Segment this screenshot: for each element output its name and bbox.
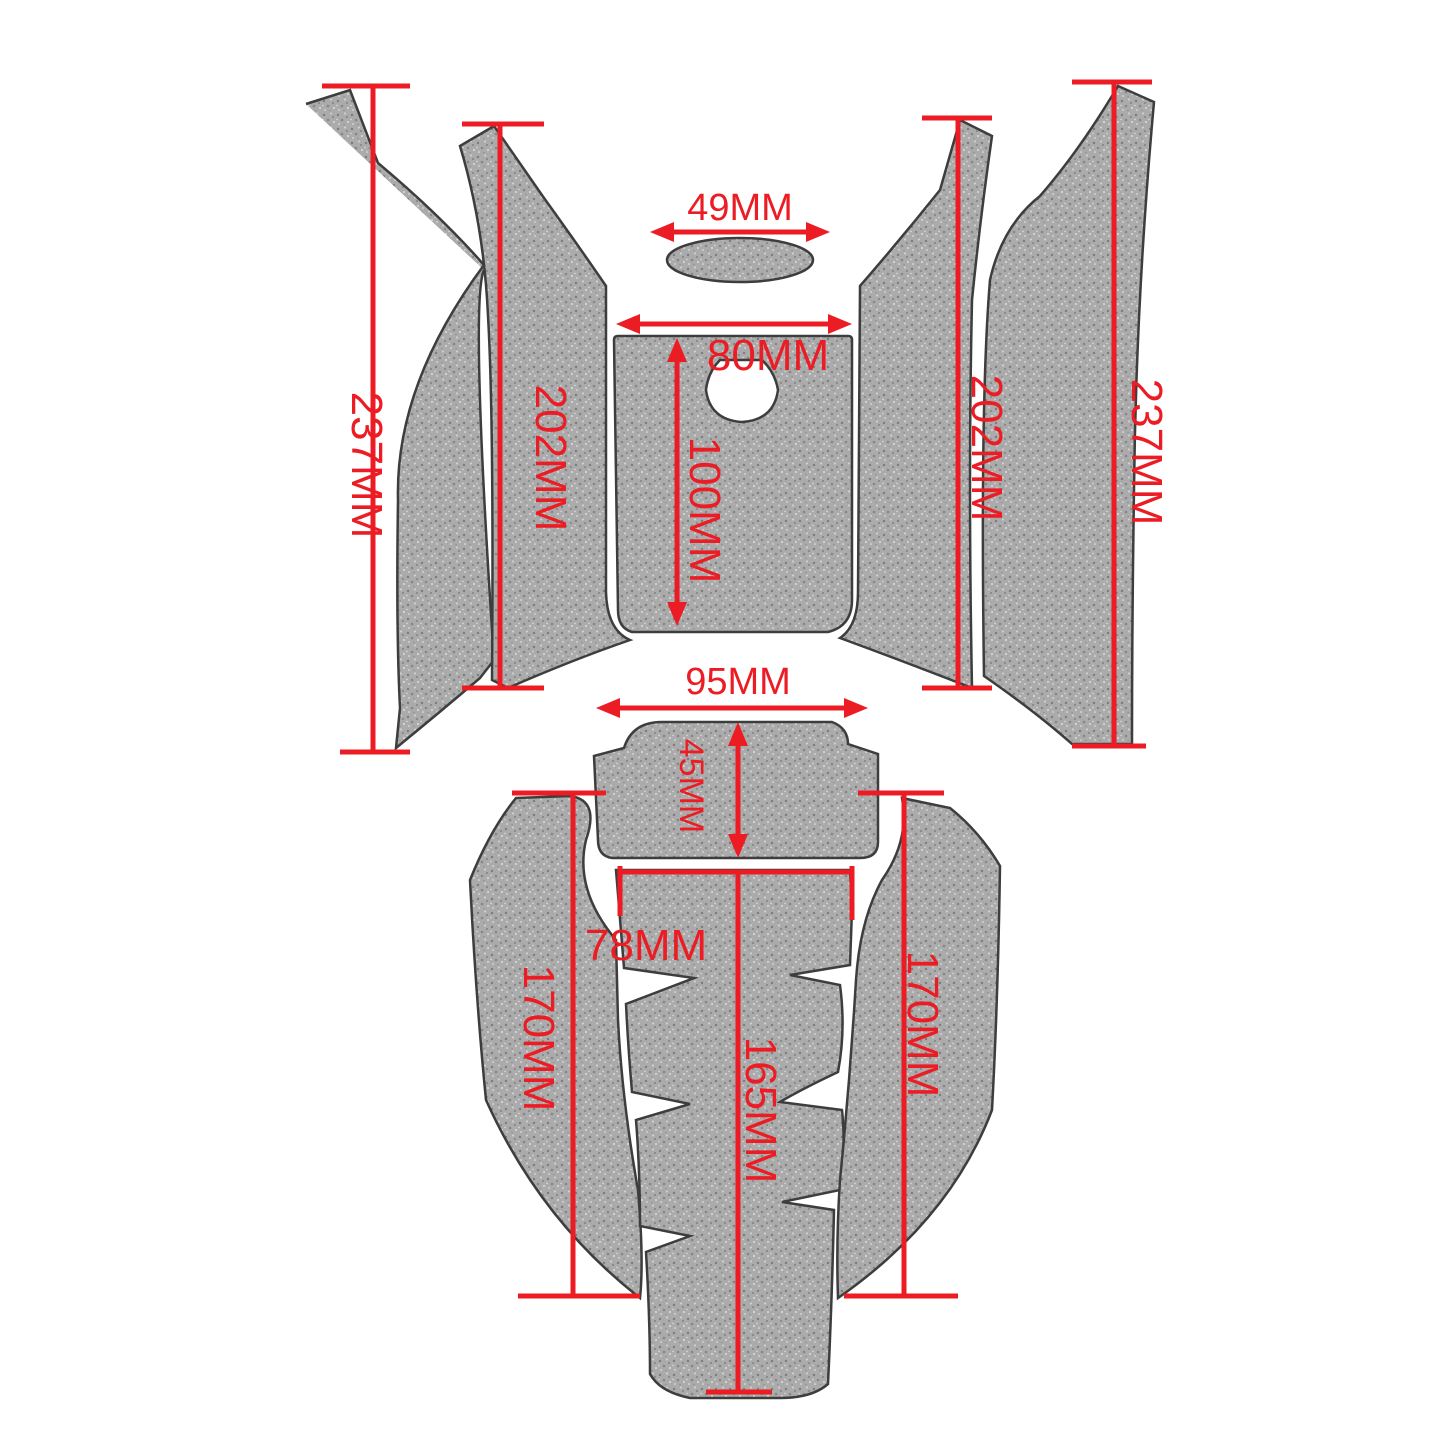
dim-center-height-arrow-top xyxy=(667,338,687,362)
dim-lower-top-height-arrow-bottom xyxy=(728,834,748,858)
dim-lower-top-width-arrow-right xyxy=(844,698,868,718)
dim-lower-top-height-arrow-top xyxy=(728,722,748,746)
dim-lower-top-width-arrow-left xyxy=(596,698,620,718)
label-right-inner-height: 202MM xyxy=(962,375,1011,522)
right-outer-side-pad xyxy=(981,84,1156,746)
label-left-inner-height: 202MM xyxy=(526,385,575,532)
label-spine-height: 165MM xyxy=(736,1037,785,1184)
label-lower-right-height: 170MM xyxy=(898,951,947,1098)
label-spine-width: 78MM xyxy=(585,921,707,970)
dimension-labels: 49MM 80MM 100MM 237MM 202MM 202MM 237MM … xyxy=(342,187,1171,1183)
label-oval-width: 49MM xyxy=(687,187,793,229)
dim-center-width-arrow-right xyxy=(828,314,852,334)
label-center-height: 100MM xyxy=(680,437,729,584)
dim-center-height-arrow-bottom xyxy=(667,602,687,626)
label-lower-top-height: 45MM xyxy=(672,739,710,833)
dim-oval-arrow-left xyxy=(650,222,674,242)
dim-oval-arrow-right xyxy=(806,222,830,242)
label-left-outer-height: 237MM xyxy=(342,392,391,539)
label-right-outer-height: 237MM xyxy=(1122,379,1171,526)
dim-center-width-arrow-left xyxy=(616,314,640,334)
spine-pad xyxy=(614,868,854,1400)
label-center-width: 80MM xyxy=(707,331,829,380)
lower-left-pad xyxy=(468,794,643,1301)
label-lower-left-height: 170MM xyxy=(514,965,563,1112)
center-top-pad xyxy=(612,334,854,634)
tank-cap-oval-pad xyxy=(665,236,815,284)
label-lower-top-width: 95MM xyxy=(685,661,791,703)
left-outer-side-pad xyxy=(305,88,496,751)
dimension-lines xyxy=(322,79,1152,1395)
lower-right-pad xyxy=(836,796,1002,1301)
